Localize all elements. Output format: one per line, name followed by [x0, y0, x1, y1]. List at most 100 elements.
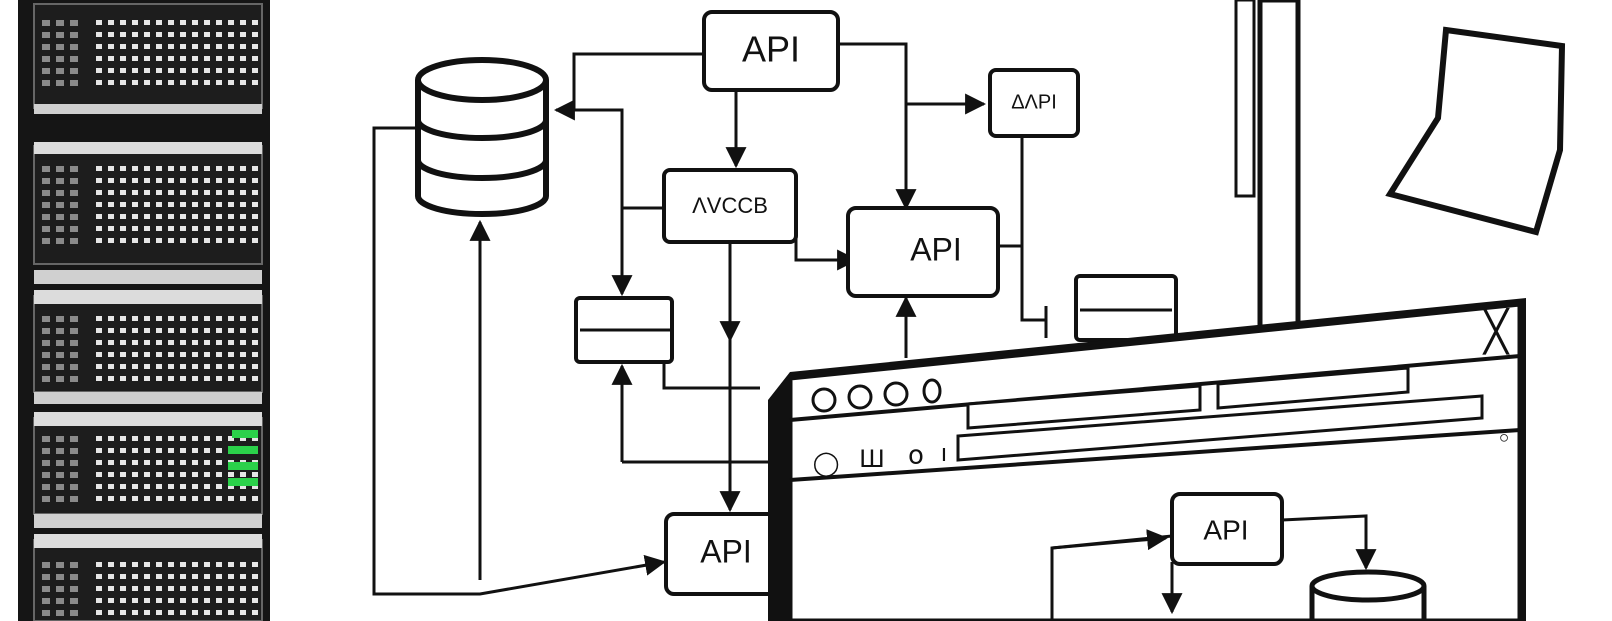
rack-indicator-dot	[204, 340, 210, 345]
rack-port	[56, 460, 64, 466]
rack-indicator-dot	[240, 340, 246, 345]
rack-indicator-dot	[96, 472, 102, 477]
rack-indicator-dot	[132, 586, 138, 591]
rack-indicator-dot	[204, 238, 210, 243]
divider-icon: ı	[941, 439, 948, 467]
rack-indicator-dot	[156, 238, 162, 243]
rack-indicator-dot	[180, 484, 186, 489]
rack-indicator-dot	[96, 316, 102, 321]
browser-tab[interactable]	[966, 384, 1202, 430]
rack-indicator-dot	[96, 448, 102, 453]
window-control-icon[interactable]	[811, 387, 837, 413]
rack-indicator-dot	[108, 364, 114, 369]
close-icon[interactable]: ╳	[1482, 307, 1510, 355]
rack-indicator-dot	[96, 364, 102, 369]
rack-indicator-dot	[96, 226, 102, 231]
grid-icon[interactable]: Ш	[859, 445, 885, 473]
rack-indicator-dot	[108, 598, 114, 603]
rack-indicator-dot	[216, 496, 222, 501]
rack-indicator-dot	[144, 586, 150, 591]
rack-indicator-dot	[144, 238, 150, 243]
rack-indicator-dot	[144, 32, 150, 37]
rack-indicator-dot	[132, 316, 138, 321]
rack-indicator-dot	[240, 190, 246, 195]
rack-indicator-dot	[216, 448, 222, 453]
rack-port	[70, 574, 78, 580]
rack-indicator-dot	[108, 20, 114, 25]
browser-tab[interactable]	[1216, 366, 1410, 410]
address-bar[interactable]	[956, 394, 1484, 462]
rack-indicator-dot	[216, 32, 222, 37]
rack-indicator-dot	[108, 32, 114, 37]
rack-indicator-dot	[240, 166, 246, 171]
rack-indicator-dot	[108, 56, 114, 61]
rack-port	[42, 316, 50, 322]
rack-indicator-dot	[204, 460, 210, 465]
window-control-icon[interactable]	[922, 378, 942, 404]
rack-indicator-dot	[144, 214, 150, 219]
rack-port	[70, 56, 78, 62]
window-control-icon[interactable]	[847, 384, 873, 410]
rack-port	[70, 598, 78, 604]
rack-indicator-dot	[156, 496, 162, 501]
rack-port	[70, 238, 78, 244]
node-label-api-window: API	[1203, 514, 1248, 545]
rack-indicator-dot	[240, 226, 246, 231]
rack-port	[56, 598, 64, 604]
rack-indicator-dot	[132, 32, 138, 37]
rack-indicator-dot	[228, 562, 234, 567]
rack-indicator-dot	[228, 610, 234, 615]
rack-indicator-dot	[156, 214, 162, 219]
rack-port	[42, 586, 50, 592]
rack-indicator-dot	[144, 460, 150, 465]
rack-indicator-dot	[132, 20, 138, 25]
rack-indicator-dot	[96, 214, 102, 219]
rack-port	[42, 56, 50, 62]
rack-indicator-dot	[108, 178, 114, 183]
rack-port	[56, 80, 64, 86]
rack-port	[70, 68, 78, 74]
rack-port	[42, 376, 50, 382]
rack-port	[70, 484, 78, 490]
rack-indicator-dot	[252, 68, 258, 73]
rack-indicator-dot	[204, 226, 210, 231]
rack-indicator-dot	[132, 202, 138, 207]
architecture-diagram	[372, 0, 1566, 596]
refresh-icon[interactable]: ο	[908, 441, 924, 471]
rack-indicator-dot	[132, 238, 138, 243]
window-control-icon[interactable]	[883, 381, 909, 407]
rack-indicator-dot	[204, 32, 210, 37]
rack-port	[70, 214, 78, 220]
rack-indicator-dot	[240, 376, 246, 381]
rack-indicator-dot	[180, 190, 186, 195]
node-label-api-top: API	[742, 29, 800, 70]
rack-port	[70, 340, 78, 346]
rack-indicator-dot	[144, 598, 150, 603]
rack-indicator-dot	[120, 364, 126, 369]
rack-port	[70, 376, 78, 382]
rack-indicator-dot	[132, 340, 138, 345]
rack-indicator-dot	[168, 178, 174, 183]
rack-indicator-dot	[252, 574, 258, 579]
rack-indicator-dot	[108, 340, 114, 345]
rack-indicator-dot	[180, 610, 186, 615]
rack-port	[42, 448, 50, 454]
rack-indicator-dot	[108, 44, 114, 49]
scroll-icon[interactable]: ◦	[1496, 425, 1511, 455]
rack-indicator-dot	[168, 316, 174, 321]
rack-indicator-dot	[156, 484, 162, 489]
rack-indicator-dot	[168, 484, 174, 489]
rack-indicator-dot	[180, 340, 186, 345]
rack-port	[70, 226, 78, 232]
rack-indicator-dot	[252, 364, 258, 369]
back-icon[interactable]: ◯	[813, 449, 840, 477]
rack-indicator-dot	[180, 238, 186, 243]
rack-indicator-dot	[240, 56, 246, 61]
rack-indicator-dot	[216, 202, 222, 207]
rack-indicator-dot	[180, 316, 186, 321]
rack-port	[42, 352, 50, 358]
rack-indicator-dot	[108, 562, 114, 567]
rack-indicator-dot	[216, 178, 222, 183]
rack-indicator-dot	[228, 68, 234, 73]
rack-indicator-dot	[192, 166, 198, 171]
